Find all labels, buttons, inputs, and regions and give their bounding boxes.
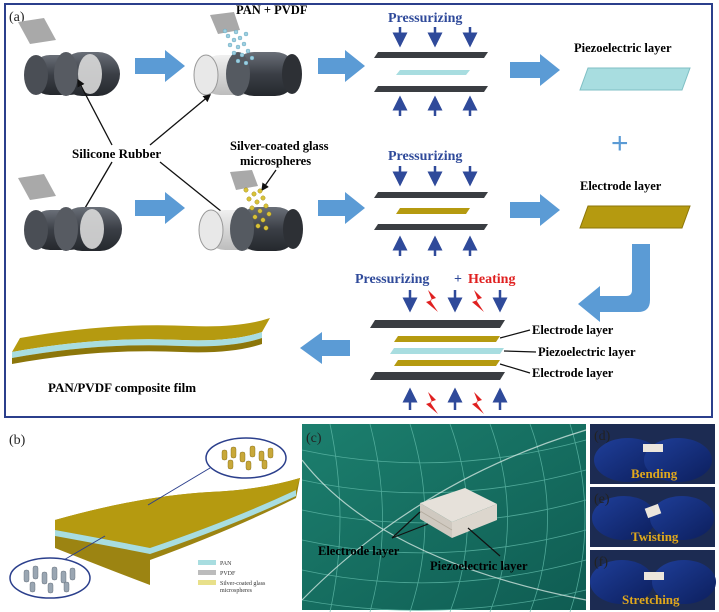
panel-c-piezo-label: Piezoelectric layer (430, 559, 528, 573)
roller-pair-row2-mid (198, 170, 303, 251)
arrow-row2-c (510, 194, 560, 226)
electrode-layer-label: Electrode layer (580, 179, 662, 193)
panel-f-letter: (f) (594, 555, 608, 570)
panel-a-letter: (a) (9, 10, 25, 25)
pressurizing-bottom-label: Pressurizing (355, 272, 429, 287)
press-row1 (374, 27, 488, 116)
panel-e: (e) Twisting (590, 487, 715, 547)
heating-label: Heating (468, 272, 515, 287)
stack-electrode-top-label: Electrode layer (532, 323, 614, 337)
roller-pair-row2-left (18, 174, 122, 251)
composite-film-image (12, 318, 270, 364)
pressurizing-mid-label: Pressurizing (388, 149, 462, 164)
legend-silver-line1: Silver-coated glass (220, 581, 266, 587)
composite-film-label: PAN/PVDF composite film (48, 380, 196, 395)
panel-a: (a) PAN + P (4, 3, 713, 418)
zoom-circle-top (205, 437, 287, 479)
panel-c: (c) Electrode layer Piezoelectric layer (301, 423, 587, 612)
silicone-rubber-label: Silicone Rubber (72, 146, 161, 161)
panel-c-electrode-label: Electrode layer (318, 544, 400, 558)
roller-pair-row1-left (18, 18, 120, 96)
panel-d-caption: Bending (631, 466, 678, 481)
device-sample (419, 488, 497, 538)
piezoelectric-layer-label: Piezoelectric layer (574, 41, 672, 55)
heat-bolt-icon (472, 290, 484, 312)
arrow-row1-c (510, 54, 560, 86)
press-row3 (370, 290, 508, 414)
pan-pvdf-label: PAN + PVDF (236, 3, 308, 17)
panel-b: (b) PAN PVDF Silver-coated glass (9, 433, 300, 599)
arrow-curved-down (578, 244, 650, 322)
legend-b: PAN PVDF Silver-coated glass microsphere… (198, 560, 266, 594)
plus-heating-sign: + (454, 272, 462, 287)
arrow-row1-b (318, 50, 365, 82)
stack-electrode-bottom-label: Electrode layer (532, 366, 614, 380)
panel-a-frame (4, 3, 713, 418)
legend-silver-line2: microspheres (220, 588, 253, 594)
panel-e-letter: (e) (594, 492, 610, 507)
panel-b-letter: (b) (9, 433, 26, 448)
press-row2 (374, 166, 488, 256)
silver-coated-label-line2: microspheres (240, 154, 311, 168)
panel-e-caption: Twisting (631, 529, 679, 544)
arrow-row2-b (318, 192, 365, 224)
legend-pvdf: PVDF (220, 571, 236, 577)
panel-d-letter: (d) (594, 429, 611, 444)
roller-pair-row1-mid (193, 12, 302, 96)
piezoelectric-layer-slab (579, 67, 691, 91)
panel-c-letter: (c) (306, 431, 322, 446)
arrow-row1-a (135, 50, 185, 82)
pressurizing-top-label: Pressurizing (388, 11, 462, 26)
silver-microsphere-particles (243, 187, 272, 231)
panel-f: (f) Stretching (590, 550, 716, 610)
pan-pvdf-particles (222, 28, 255, 66)
legend-pan: PAN (220, 561, 232, 567)
heat-bolt-icon (426, 392, 438, 414)
plus-sign: + (611, 127, 629, 160)
electrode-layer-slab (579, 205, 691, 229)
panel-f-caption: Stretching (622, 592, 680, 607)
arrow-row2-a (135, 192, 185, 224)
silver-coated-label-line1: Silver-coated glass (230, 139, 329, 153)
panel-d: (d) Bending (590, 424, 715, 484)
heat-bolt-icon (472, 392, 484, 414)
heat-bolt-icon (426, 290, 438, 312)
stack-piezoelectric-label: Piezoelectric layer (538, 345, 636, 359)
arrow-to-composite (300, 332, 350, 364)
